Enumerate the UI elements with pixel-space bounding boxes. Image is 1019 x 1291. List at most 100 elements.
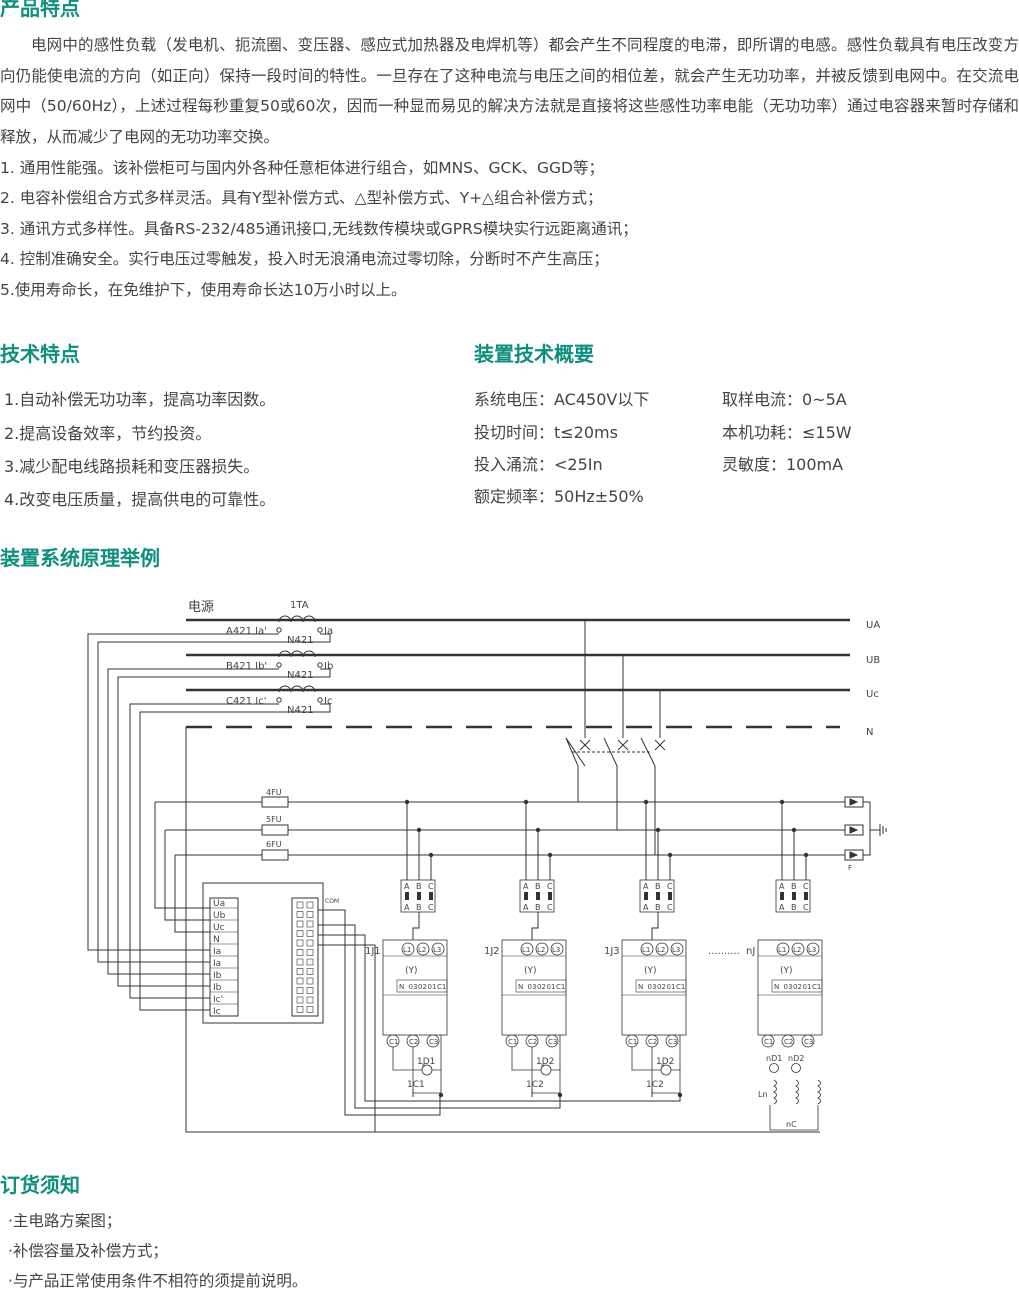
control-terminal-label: 01 (547, 983, 556, 991)
lamp-label: 1D2 (536, 1057, 554, 1067)
terminal-icon (655, 942, 669, 956)
terminal (306, 1006, 314, 1013)
controller-input-label: Ic' (213, 995, 223, 1005)
contactor-label: nJ (746, 946, 755, 957)
terminal (296, 901, 304, 909)
control-terminal-label: N (774, 983, 779, 991)
fuse-icon (524, 892, 528, 900)
terminal (296, 949, 304, 956)
fuse-phase-label: C (547, 882, 553, 891)
diagram-title: 装置系统原理举例 (0, 546, 160, 570)
capacitor-label: 1C1 (407, 1080, 425, 1090)
fuse-phase-label: C (428, 882, 434, 891)
control-terminal-label: 01 (803, 983, 812, 991)
terminal-label: C1 (508, 1038, 517, 1046)
control-terminal-label: C1 (556, 983, 565, 991)
fuse-phase-label: C (547, 903, 553, 912)
tech-item: 3.减少配电线路损耗和变压器损失。 (4, 457, 260, 476)
control-terminal-label: 03 (528, 983, 537, 991)
fuse-phase-label: A (779, 882, 785, 891)
capacitor-label: nC (786, 1120, 797, 1129)
fuse-phase-label: A (643, 903, 649, 912)
controller-input-label: Ia (213, 947, 221, 957)
terminal (306, 939, 314, 947)
fuse-phase-label: C (428, 903, 434, 912)
control-terminal-label: N (518, 983, 523, 991)
controller-input-label: Ib (213, 983, 222, 993)
feature-item: 3. 通讯方式多样性。具备RS-232/485通讯接口,无线数传模块或GPRS模… (0, 220, 638, 238)
fuse-icon (792, 892, 796, 900)
fuse-icon (804, 892, 808, 900)
terminal (306, 987, 314, 994)
terminal-icon (801, 1034, 815, 1048)
terminal-label: C2 (648, 1038, 657, 1046)
spec-item: 额定频率：50Hz±50% (474, 487, 644, 506)
order-item: ·补偿容量及补偿方式； (8, 1242, 168, 1260)
fuse-phase-label: A (523, 882, 529, 891)
fuse-icon (668, 892, 672, 900)
spec-item: 系统电压：AC450V以下 (474, 390, 650, 409)
terminal-icon (781, 1034, 795, 1048)
fuse-phase-label: A (404, 882, 410, 891)
spec-item: 灵敏度：100mA (722, 455, 844, 474)
terminal-icon (535, 942, 549, 956)
lamp-icon (769, 1063, 779, 1073)
lamp-label: 1D1 (417, 1057, 435, 1067)
lamp-label: nD2 (788, 1054, 804, 1063)
tech-item: 2.提高设备效率，节约投资。 (4, 424, 212, 443)
control-terminal-label: C1 (437, 983, 446, 991)
features-title: 产品特点 (0, 0, 80, 20)
order-title: 订货须知 (0, 1173, 80, 1197)
terminal-label: L1 (403, 946, 411, 954)
terminal-icon (791, 942, 805, 956)
lamp-icon (540, 1064, 552, 1076)
dots: .......... (708, 946, 740, 957)
terminal-icon (426, 1034, 440, 1048)
fuse-icon (405, 892, 409, 900)
n421-label: N421 (287, 670, 314, 681)
spec-item: 投切时间：t≤20ms (474, 423, 618, 442)
terminal (306, 977, 314, 985)
fuse-phase-label: B (791, 882, 797, 891)
capacitor-label: 1C2 (646, 1080, 664, 1090)
spec-item: 本机功耗：≤15W (722, 423, 852, 442)
phase-label: Ic (324, 696, 332, 707)
control-terminal-label: 01 (428, 983, 437, 991)
fuse-phase-label: C (803, 882, 809, 891)
control-terminal-label: 02 (793, 983, 802, 991)
terminal (306, 901, 314, 909)
terminal-icon (776, 942, 790, 956)
terminal (296, 977, 304, 985)
svg-text:×: × (540, 1062, 545, 1069)
fuse-label: 4FU (266, 788, 282, 797)
fuse-phase-label: C (667, 903, 673, 912)
terminal-label: L1 (522, 946, 530, 954)
inductor-icon (795, 1079, 799, 1105)
com-label: COM (325, 898, 339, 905)
control-terminal-label: C1 (676, 983, 685, 991)
tech-item: 1.自动补偿无功功率，提高功率因数。 (4, 390, 276, 409)
terminal-icon (431, 942, 445, 956)
controller-input-label: Ia (213, 959, 221, 969)
inductor-label: Ln (758, 1090, 768, 1099)
fuse-icon (548, 892, 552, 900)
terminal (296, 911, 304, 918)
fuse-label: 5FU (266, 815, 282, 824)
phase-label: Ib (324, 661, 333, 672)
controller-input-label: Ib (213, 971, 222, 981)
fuse-icon (780, 892, 784, 900)
specs-title: 装置技术概要 (474, 342, 594, 366)
fuse-phase-label: A (523, 903, 529, 912)
contactor-type: (Y) (405, 966, 418, 976)
feature-item: 2. 电容补偿组合方式多样灵活。具有Y型补偿方式、△型补偿方式、Y+△组合补偿方… (0, 189, 603, 207)
terminal (296, 939, 304, 947)
svg-text:×: × (421, 1062, 426, 1069)
ct-coil-a (278, 615, 316, 623)
phase-label: B421 Ib' (226, 661, 267, 672)
controller-box (202, 882, 324, 1024)
fuse-phase-label: B (655, 903, 661, 912)
